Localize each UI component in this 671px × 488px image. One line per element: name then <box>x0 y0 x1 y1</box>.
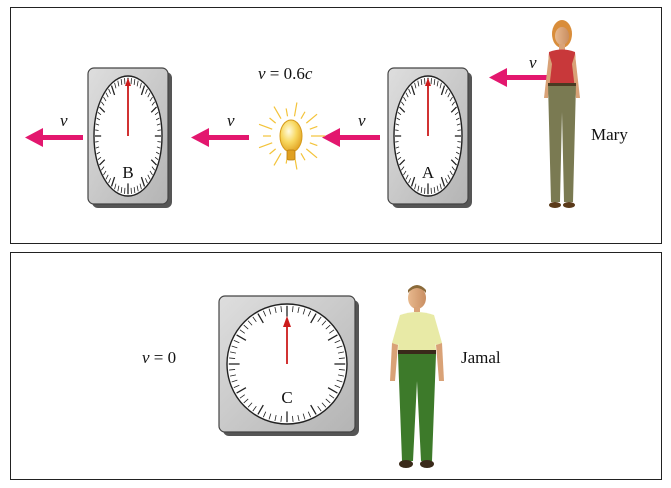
clock-b <box>88 68 172 208</box>
light-ray <box>310 143 318 146</box>
top-panel-drawing <box>11 8 663 245</box>
light-ray <box>259 124 272 129</box>
arrow-between-bulb-a <box>322 128 380 147</box>
clock-b-letter: B <box>122 164 133 181</box>
light-ray <box>310 126 318 129</box>
speed-eq: = 0.6 <box>266 64 305 83</box>
light-ray <box>301 112 305 119</box>
clock-a <box>388 68 472 208</box>
clock-a-letter: A <box>422 164 434 181</box>
light-ray <box>301 153 305 160</box>
light-ray <box>274 107 281 119</box>
light-ray <box>306 149 317 158</box>
speed-unit: c <box>305 64 313 83</box>
arrow-label-b: v <box>60 112 68 129</box>
speed-var-bottom: v <box>142 348 150 367</box>
bottom-panel: v = 0 C Jamal <box>10 252 662 480</box>
speed-var: v <box>258 64 266 83</box>
light-ray <box>259 143 272 148</box>
arrow-near-mary <box>489 68 547 87</box>
bottom-panel-drawing <box>11 253 663 481</box>
speed-label-bottom: v = 0 <box>142 349 176 366</box>
light-ray <box>286 108 287 116</box>
light-ray <box>270 149 276 154</box>
light-ray <box>294 103 296 117</box>
mary-figure <box>544 20 580 208</box>
light-ray <box>306 114 317 123</box>
observer-name-jamal: Jamal <box>461 349 501 366</box>
arrow-left-of-b <box>25 128 83 147</box>
speed-label-top: v = 0.6c <box>258 65 312 82</box>
clock-c <box>219 296 359 436</box>
light-ray <box>274 153 281 165</box>
jamal-figure <box>390 285 444 468</box>
light-ray <box>270 118 276 123</box>
speed-eq-bottom: = 0 <box>150 348 177 367</box>
light-bulb-icon <box>259 103 325 170</box>
clock-c-letter: C <box>281 389 292 406</box>
observer-name-mary: Mary <box>591 126 628 143</box>
arrow-between-b-bulb <box>191 128 249 147</box>
arrow-label-a: v <box>358 112 366 129</box>
top-panel: v = 0.6c v v v v B A Mary <box>10 7 662 244</box>
arrow-label-middle: v <box>227 112 235 129</box>
arrow-label-mary: v <box>529 54 537 71</box>
